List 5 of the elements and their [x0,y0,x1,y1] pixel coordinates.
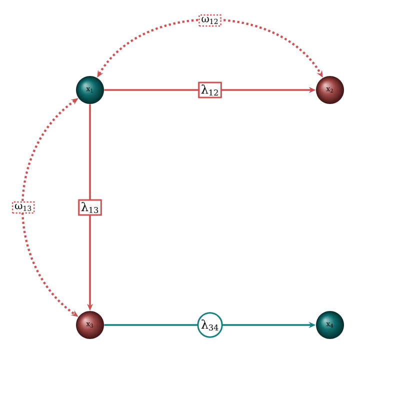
edge-label: ω$_{13}$ [12,201,35,214]
edge-label: λ$_{34}$ [197,312,223,338]
edge-label: ω$_{12}$ [198,14,222,27]
edge-label: λ$_{12}$ [198,82,222,98]
edge-label: λ$_{13}$ [78,199,102,216]
